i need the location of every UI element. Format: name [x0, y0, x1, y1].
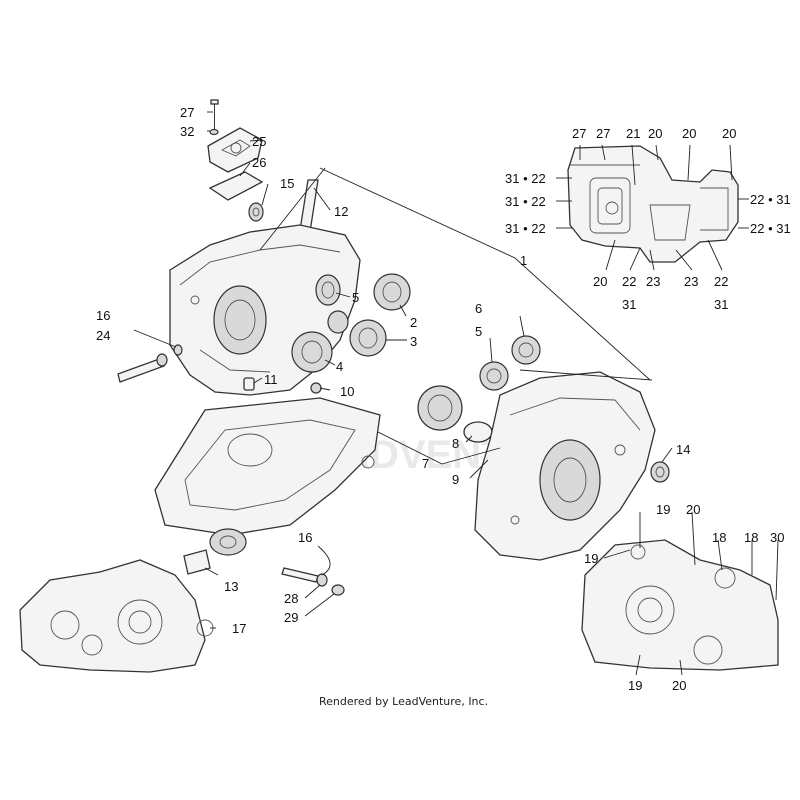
callout-14: 14: [676, 442, 690, 457]
right-inset-callout-30: 30: [770, 530, 784, 545]
callout-6: 6: [475, 301, 482, 316]
right-inset-callout-19-left: 19: [584, 551, 598, 566]
callout-16-left: 16: [96, 308, 110, 323]
bearing-5-right: [479, 361, 509, 391]
bearing-4: [291, 331, 333, 373]
lower-crankcase: [154, 397, 381, 536]
callout-13: 13: [224, 579, 238, 594]
callout-10: 10: [340, 384, 354, 399]
callout-labels: 27 32 25 26 15 12 1 5 2 3 4 16 24 11 10 …: [96, 105, 791, 693]
gasket-26: [208, 171, 264, 201]
bearing-6: [511, 335, 541, 365]
callout-24: 24: [96, 328, 110, 343]
bearing-2: [373, 273, 411, 311]
callout-28: 28: [284, 591, 298, 606]
inset-callout-31-22-b: 31 • 22: [505, 194, 546, 209]
filter-13: [183, 549, 211, 575]
o-ring-16-left: [173, 344, 183, 356]
right-inset-callout-20-bottom: 20: [672, 678, 686, 693]
callout-26: 26: [252, 155, 266, 170]
washer-32: [209, 128, 219, 136]
callout-8: 8: [452, 436, 459, 451]
bushing-8: [463, 421, 493, 443]
inset-callout-27-b: 27: [596, 126, 610, 141]
bearing-5-left: [315, 274, 341, 306]
callout-12: 12: [334, 204, 348, 219]
inset-callout-31-22-c: 31 • 22: [505, 221, 546, 236]
dowel-11: [243, 377, 255, 391]
callout-32: 32: [180, 124, 194, 139]
inset-top-right-crankcase: [567, 145, 739, 263]
callout-25: 25: [252, 134, 266, 149]
seal-15: [248, 202, 264, 222]
stud-24: [117, 353, 168, 383]
bearing-small-left: [327, 310, 349, 334]
bolt-27-top: [210, 99, 219, 130]
callout-5-left: 5: [352, 290, 359, 305]
inset-callout-20-a: 20: [648, 126, 662, 141]
inset-callout-23-b: 23: [684, 274, 698, 289]
bearing-7: [417, 385, 463, 431]
callout-3: 3: [410, 334, 417, 349]
render-credit: Rendered by LeadVenture, Inc.: [319, 695, 488, 708]
callout-29: 29: [284, 610, 298, 625]
callout-15: 15: [280, 176, 294, 191]
inset-callout-20-c: 20: [722, 126, 736, 141]
inset-bottom-right-case: [581, 539, 779, 671]
inset-callout-31-22-a: 31 • 22: [505, 171, 546, 186]
plug-29: [331, 584, 345, 596]
callout-1: 1: [520, 253, 527, 268]
leader-lines: [133, 111, 779, 676]
callout-2: 2: [410, 315, 417, 330]
inset-callout-20-d: 20: [593, 274, 607, 289]
callout-16-bottom: 16: [298, 530, 312, 545]
crankcase-left-half: [169, 224, 361, 396]
inset-callout-27-a: 27: [572, 126, 586, 141]
callout-17: 17: [232, 621, 246, 636]
right-inset-callout-19-top: 19: [656, 502, 670, 517]
bolt-28: [281, 567, 328, 587]
callout-27: 27: [180, 105, 194, 120]
inset-callout-31-a: 31: [622, 297, 636, 312]
oil-filter-housing: [209, 528, 247, 556]
callout-4: 4: [336, 359, 343, 374]
crankcase-right-half: [474, 371, 656, 561]
inset-callout-22-a: 22: [622, 274, 636, 289]
right-inset-callout-18-b: 18: [744, 530, 758, 545]
callout-5-right: 5: [475, 324, 482, 339]
inset-callout-22-31-a: 22 • 31: [750, 192, 791, 207]
callout-9: 9: [452, 472, 459, 487]
right-inset-callout-19-bottom: 19: [628, 678, 642, 693]
callout-11: 11: [264, 372, 278, 387]
inset-callout-20-b: 20: [682, 126, 696, 141]
callout-7: 7: [422, 456, 429, 471]
seal-14: [650, 461, 670, 483]
inset-callout-31-b: 31: [714, 297, 728, 312]
cover-25: [207, 127, 263, 173]
right-inset-callout-18-a: 18: [712, 530, 726, 545]
inset-callout-22-31-b: 22 • 31: [750, 221, 791, 236]
inset-callout-22-b: 22: [714, 274, 728, 289]
inset-callout-23-a: 23: [646, 274, 660, 289]
right-inset-callout-20-top: 20: [686, 502, 700, 517]
bearing-3: [349, 319, 387, 357]
inset-callout-21: 21: [626, 126, 640, 141]
nut-10: [310, 382, 322, 394]
inset-bottom-left-case: [19, 559, 214, 673]
